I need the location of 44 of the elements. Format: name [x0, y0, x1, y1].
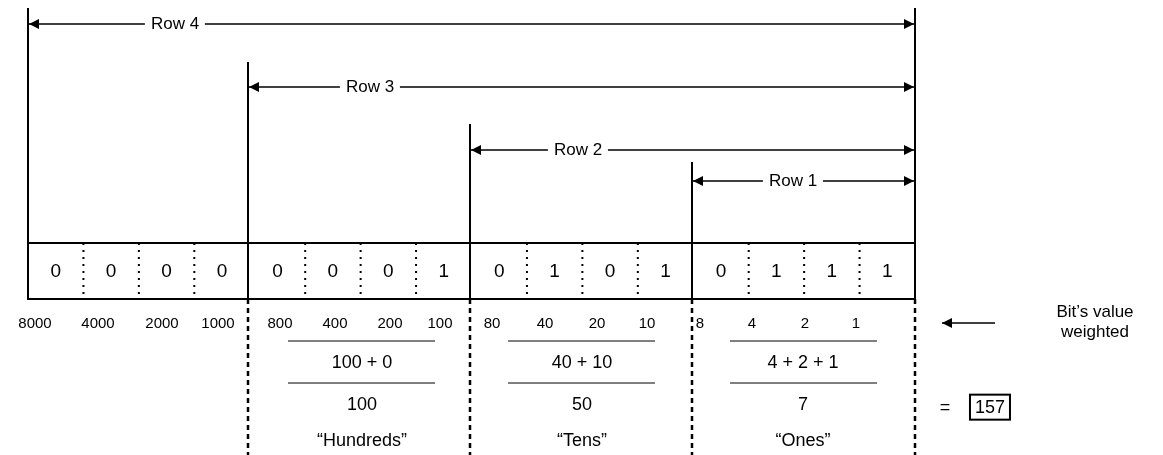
weight-value: 400: [322, 314, 348, 332]
result-box: 157: [969, 393, 1011, 421]
weight-value: 4000: [81, 314, 115, 332]
sum-result: 7: [798, 393, 808, 415]
bit-value: 1: [660, 260, 671, 282]
bit-value: 0: [216, 260, 228, 282]
weight-value: 800: [267, 314, 293, 332]
bit-value: 0: [604, 260, 616, 282]
equals-sign: =: [939, 396, 951, 418]
weight-value: 20: [588, 314, 606, 332]
bit-value: 1: [771, 260, 782, 282]
sum-expression: 100 + 0: [331, 351, 393, 373]
bit-value: 1: [826, 260, 838, 282]
weight-value: 40: [536, 314, 554, 332]
sum-result: 100: [347, 393, 377, 415]
sum-expression: 40 + 10: [551, 351, 613, 373]
note: Bit’s value weighted: [1055, 302, 1135, 342]
weight-value: 100: [427, 314, 453, 332]
weight-value: 1000: [201, 314, 235, 332]
place-name: “Tens”: [557, 429, 607, 451]
weight-value: 10: [638, 314, 656, 332]
bit-value: 1: [549, 260, 560, 282]
weight-value: 8: [695, 314, 705, 332]
weight-value: 2000: [145, 314, 179, 332]
bit-value: 0: [327, 260, 339, 282]
weight-value: 2: [800, 314, 810, 332]
sum-expression: 4 + 2 + 1: [767, 351, 839, 373]
weight-value: 80: [483, 314, 501, 332]
weight-value: 4: [747, 314, 757, 332]
bit-value: 1: [438, 260, 450, 282]
sum-result: 50: [572, 393, 592, 415]
place-name: “Hundreds”: [317, 429, 407, 451]
bit-value: 0: [50, 260, 61, 282]
place-name: “Ones”: [775, 429, 831, 451]
bit-value: 0: [272, 260, 283, 282]
weight-value: 200: [377, 314, 403, 332]
weight-value: 1: [851, 314, 861, 332]
bit-value: 0: [715, 260, 727, 282]
bit-value: 0: [383, 260, 394, 282]
bit-value: 1: [882, 260, 893, 282]
bit-value: 0: [105, 260, 117, 282]
bit-value: 0: [161, 260, 172, 282]
weight-value: 8000: [18, 314, 52, 332]
bit-value: 0: [493, 260, 505, 282]
